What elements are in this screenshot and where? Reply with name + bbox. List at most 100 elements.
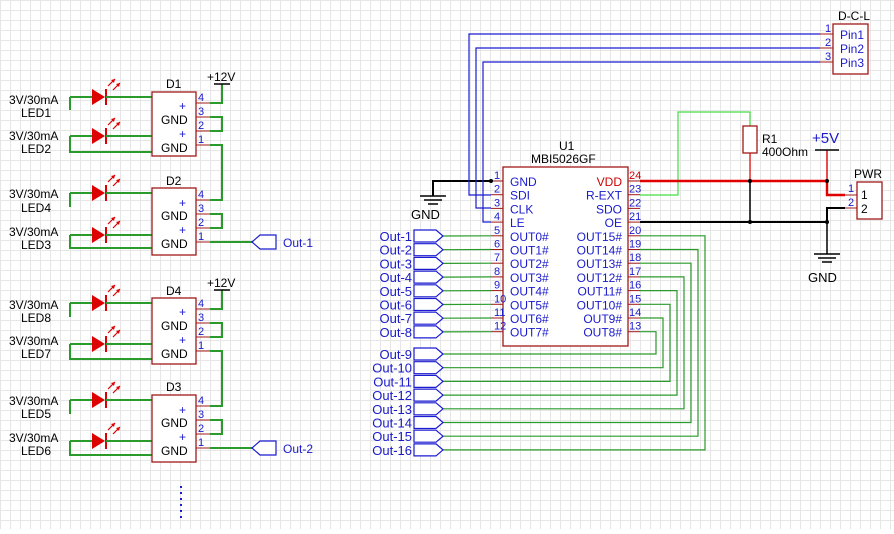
chip-right-pins: 24VDD23R-EXT22SDO21OE20OUT15#19OUT14#18O… — [577, 170, 642, 340]
port-shape — [414, 417, 443, 429]
led-name: LED4 — [21, 201, 51, 215]
led-icon — [92, 118, 120, 144]
pin-number: 3 — [198, 312, 204, 324]
gnd-label: GND — [808, 270, 837, 285]
connector-ref: D-C-L — [838, 9, 870, 23]
chip-pin-number: 9 — [494, 280, 500, 292]
chip-pin-name: VDD — [597, 175, 623, 189]
led-name: LED8 — [21, 311, 51, 325]
chip-pin-number: 5 — [494, 225, 500, 237]
pin-number: 3 — [825, 51, 831, 63]
gnd-label: GND — [161, 141, 188, 155]
port-shape — [414, 326, 443, 338]
chip-pin-number: 11 — [494, 307, 505, 319]
chip-pin-name: OUT12# — [577, 271, 623, 285]
chip-part-number: MBI5026GF — [531, 152, 596, 166]
led-rating: 3V/30mA — [9, 394, 58, 408]
chip-pin-number: 13 — [629, 321, 641, 333]
plus-sign: + — [179, 333, 186, 347]
led-name: LED6 — [21, 444, 51, 458]
led-rating: 3V/30mA — [9, 298, 58, 312]
gnd-label: GND — [161, 113, 188, 127]
plus-sign: + — [179, 305, 186, 319]
driver-ref: D4 — [166, 284, 182, 298]
supply-12v-label: +12V — [207, 276, 235, 290]
port-shape — [414, 312, 443, 324]
output-ports: Out-1Out-2Out-3Out-4Out-5Out-6Out-7Out-8… — [372, 229, 443, 458]
led-icon — [92, 79, 120, 105]
chip-pin-name: SDI — [510, 189, 530, 203]
port-shape — [414, 362, 443, 374]
chip-pin-number: 2 — [494, 184, 500, 196]
chip-pin-number: 4 — [494, 211, 500, 223]
chip-pin-number: 20 — [629, 225, 641, 237]
pin-number: 1 — [198, 231, 204, 243]
plus-sign: + — [179, 403, 186, 417]
led-icon — [92, 217, 120, 243]
net-port-out-2[interactable]: Out-2 — [252, 441, 313, 456]
gnd-label: GND — [161, 237, 188, 251]
resistor-ref: R1 — [762, 132, 778, 146]
gnd-label: GND — [411, 207, 440, 222]
chip-ref: U1 — [559, 139, 575, 153]
gnd-label: GND — [161, 416, 188, 430]
net-port-out-16[interactable]: Out-16 — [372, 443, 443, 458]
pin-number: 2 — [861, 202, 868, 216]
gnd-label: GND — [161, 209, 188, 223]
chip-pin-name: LE — [510, 216, 525, 230]
chip-pin-name: OUT7# — [510, 326, 549, 340]
supply-12v-label: +12V — [207, 70, 235, 84]
net-port-out-1[interactable]: Out-1 — [252, 235, 313, 250]
driver-module-d1[interactable]: D1 + GND + GND 4 3 2 1 3V/30mA LED1 3V/3… — [9, 77, 210, 156]
chip-pin-number: 16 — [629, 280, 641, 292]
driver-module-d2[interactable]: D2 + GND + GND 4 3 2 1 3V/30mA LED4 3V/3… — [9, 174, 210, 255]
resistor-value: 400Ohm — [762, 145, 808, 159]
chip-pin-name: OUT13# — [577, 257, 623, 271]
chip-pin-name: OUT0# — [510, 230, 549, 244]
port-label: Out-8 — [379, 325, 412, 340]
driver-module-d3[interactable]: D3 + GND + GND 4 3 2 1 3V/30mA LED5 3V/3… — [9, 380, 210, 462]
pin-number: 3 — [198, 409, 204, 421]
plus-sign: + — [179, 196, 186, 210]
resistor-r1[interactable]: R1 400Ohm — [640, 112, 808, 195]
chip-pin-name: GND — [510, 175, 537, 189]
pin-number: 1 — [198, 437, 204, 449]
pin-name: Pin1 — [840, 28, 864, 42]
chip-pin-name: OUT1# — [510, 244, 549, 258]
led-name: LED3 — [21, 238, 51, 252]
chip-pin-name: OUT5# — [510, 298, 549, 312]
pin-number: 2 — [198, 423, 204, 435]
port-label: Out-1 — [283, 236, 313, 250]
driver-ref: D1 — [166, 77, 182, 91]
connector-dcl[interactable]: D-C-L 1 2 3 Pin1 Pin2 Pin3 — [820, 9, 870, 74]
chip-pin-name: OE — [605, 216, 622, 230]
gnd-label: GND — [161, 319, 188, 333]
led-icon — [92, 423, 120, 449]
net-port-out-8[interactable]: Out-8 — [379, 325, 443, 340]
bottom-driver-wiring: +12V — [207, 276, 252, 448]
gnd-label: GND — [161, 444, 188, 458]
led-rating: 3V/30mA — [9, 129, 58, 143]
top-driver-wiring: +12V — [207, 70, 252, 242]
pin-number: 2 — [198, 326, 204, 338]
pin-number: 2 — [198, 120, 204, 132]
gnd-label: GND — [161, 347, 188, 361]
chip-pin-number: 19 — [629, 239, 641, 251]
chip-pin-number: 1 — [494, 170, 500, 182]
gnd-symbol-left: GND — [411, 179, 493, 222]
pin-number: 1 — [848, 183, 854, 195]
led-name: LED5 — [21, 407, 51, 421]
pin-name: Pin3 — [840, 56, 864, 70]
port-shape — [414, 285, 443, 297]
connector-pwr[interactable]: PWR 1 2 1 2 — [845, 167, 882, 219]
pin-number: 1 — [198, 134, 204, 146]
led-rating: 3V/30mA — [9, 187, 58, 201]
chip-pin-number: 12 — [494, 321, 506, 333]
pin-number: 1 — [861, 188, 868, 202]
chip-pin-number: 21 — [629, 211, 641, 223]
port-shape — [414, 389, 443, 401]
driver-module-d4[interactable]: D4 + GND + GND 4 3 2 1 3V/30mA LED8 3V/3… — [9, 284, 210, 364]
